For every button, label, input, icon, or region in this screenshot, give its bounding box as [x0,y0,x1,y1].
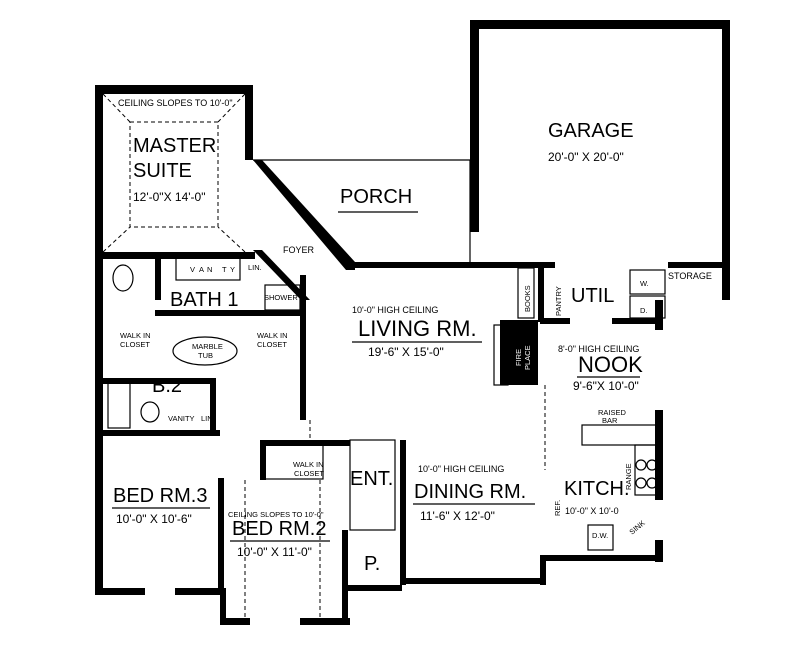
range [634,444,658,496]
bed2-ceiling-note: CEILING SLOPES TO 10'-0" [228,510,324,519]
hearth-label: HEARTH [498,345,507,376]
bed2-label: BED RM.2 [232,518,326,540]
shower [264,284,301,311]
bath2-label: B.2 [152,375,182,397]
hearth [493,324,509,386]
dining-note: 10'-0" HIGH CEILING [418,464,504,474]
vanity-counter [175,257,241,281]
bed3-label: BED RM.3 [113,485,207,507]
bath1-label: BATH 1 [170,289,239,311]
fireplace-label-2: PLACE [523,345,532,370]
bed3-size: 10'-0" X 10'-6" [116,512,192,526]
dw-label: D.W. [592,531,608,540]
sink-label: SINK [628,518,647,536]
bed2-closet-1: WALK IN [293,460,324,469]
living-note: 10'-0" HIGH CEILING [352,305,438,315]
range-label: RANGE [624,463,633,490]
bath2-linen: LIN. [201,414,215,423]
nook-label: NOOK [578,352,643,377]
closet-left-2: CLOSET [120,340,150,349]
dining-size: 11'-6" X 12'-0" [420,509,495,523]
storage-label: STORAGE [668,271,712,281]
vanity-letter: Y [230,265,235,274]
toilet [140,401,160,423]
garage-size: 20'-0" X 20'-0" [548,150,624,164]
dryer [629,295,666,319]
master-size: 12'-0"X 14'-0" [133,190,205,204]
foyer-label: FOYER [283,245,315,255]
master-label-1: MASTER [133,135,216,157]
porch-label: PORCH [340,186,412,208]
ceiling-outlines [102,93,546,618]
living-label: LIVING RM. [358,316,477,341]
garage-label: GARAGE [548,120,634,142]
marble-tub [172,336,238,366]
washer [629,269,666,295]
tub-label-2: TUB [198,351,213,360]
shower-label: SHOWER [264,293,298,302]
bed2-closet [262,443,324,480]
pantry-label: PANTRY [554,286,563,316]
vanity-letter: V [190,265,195,274]
raised-bar [581,424,658,446]
closet-right-2: CLOSET [257,340,287,349]
fireplace-label-1: FIRE [514,349,523,366]
master-label-2: SUITE [133,160,192,182]
bathtub [107,379,131,429]
bath2-vanity: VANITY [168,414,195,423]
bed2-size: 10'-0" X 11'-0" [237,545,312,559]
washer-label: W. [640,279,649,288]
books-label: BOOKS [523,285,532,312]
bar-label-1: RAISED [598,408,627,417]
kitchen-size: 10'-0" X 10'-0 [565,506,619,516]
dryer-label: D. [640,306,648,315]
living-size: 19'-6" X 15'-0" [368,345,444,359]
nook-note: 8'-0" HIGH CEILING [558,344,639,354]
stairs [349,439,396,531]
nook-size: 9'-6"X 10'-0" [573,379,639,393]
tub-label-1: MARBLE [192,342,223,351]
vanity-letter: A [199,265,204,274]
bath1-linen: LIN. [248,263,262,272]
bed2-closet-2: CLOSET [294,469,324,478]
fixtures [107,257,666,551]
bookshelf [517,267,535,319]
bar-label-2: BAR [602,416,618,425]
closet-right-1: WALK IN [257,331,288,340]
dishwasher [587,524,614,551]
powder-label: P. [364,553,380,575]
vanity-letter: N [207,265,212,274]
vanity-letter: T [222,265,227,274]
closet-left-1: WALK IN [120,331,151,340]
master-ceiling-note: CEILING SLOPES TO 10'-0" [118,98,233,108]
porch-outline [253,159,471,300]
exterior-walls [95,20,730,625]
ref-label: REF. [553,500,562,516]
kitchen-label: KITCH. [564,478,630,500]
dining-label: DINING RM. [414,481,526,503]
util-label: UTIL [571,285,614,307]
entry-label: ENT. [350,468,393,490]
toilet [112,264,134,292]
